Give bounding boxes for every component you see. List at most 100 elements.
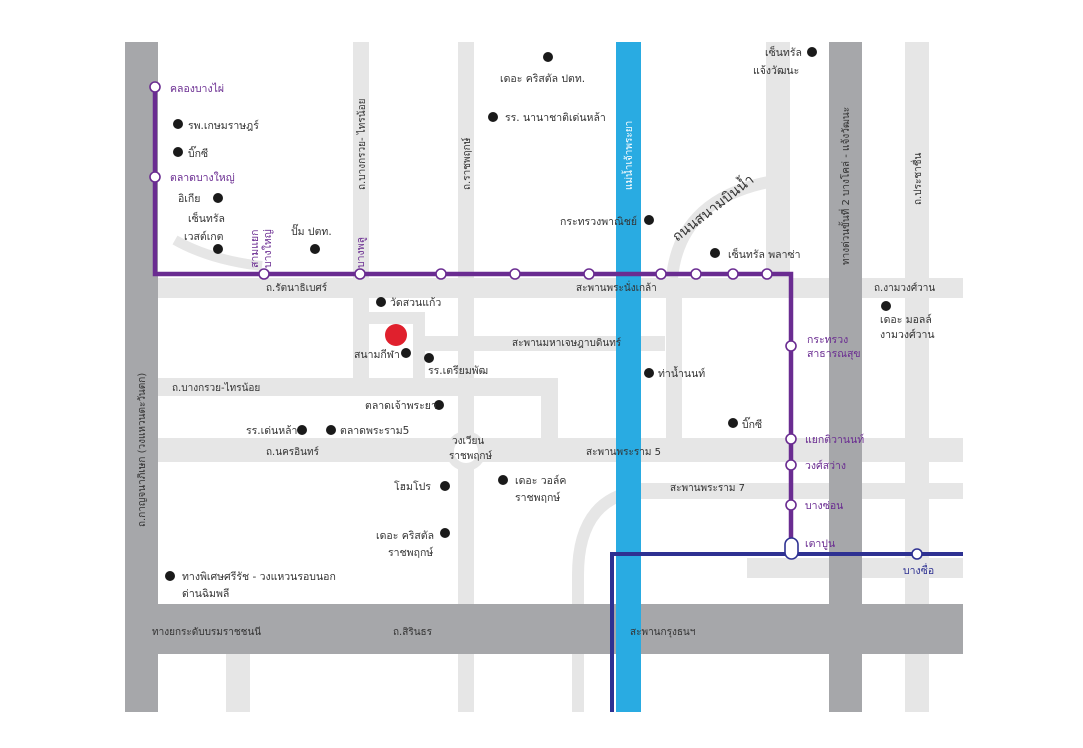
poi-label-the-mall-line1: เดอะ มอลล์ [880, 313, 932, 326]
poi-label-crystal-rp-line2: ราชพฤกษ์ [388, 546, 433, 559]
poi-dot-talad-chao-phraya[interactable] [434, 400, 444, 410]
station-marker-station-5[interactable] [509, 268, 521, 280]
poi-label-central-westgate-line1: เซ็นทรัล [188, 211, 225, 225]
poi-label-nanachati-school: รร. นานาชาติเด่นหล้า [505, 112, 606, 124]
station-marker-station-10[interactable] [761, 268, 773, 280]
poi-label-the-mall-line2: งามวงศ์วาน [880, 328, 935, 341]
road-label-maha-chesadabodin-bridge: สะพานมหาเจษฎาบดินทร์ [512, 337, 622, 349]
road-label-rama7-bridge: สะพานพระราม 7 [670, 483, 745, 494]
station-marker-tao-poon[interactable] [784, 537, 799, 560]
poi-label-the-walk-line2: ราชพฤกษ์ [515, 491, 560, 504]
poi-label-central-plaza: เซ็นทรัล พลาซ่า [728, 247, 801, 261]
station-marker-khlong-bang-phai[interactable] [149, 81, 161, 93]
road-kanchanaphisek [125, 42, 158, 712]
poi-dot-central-plaza[interactable] [710, 248, 720, 258]
station-label-bang-phlu: บางพลู [355, 237, 367, 268]
poi-label-bigc-rama5: บิ๊กซี [742, 416, 762, 431]
station-labels: คลองบางไผ่ ตลาดบางใหญ่ สามแยก บางใหญ่ บา… [170, 82, 934, 577]
road-borommaratchachonnani [125, 604, 963, 654]
station-label-sam-yaek-line2: บางใหญ่ [261, 229, 274, 268]
poi-label-crystal-ptt: เดอะ คริสตัล ปตท. [500, 73, 585, 85]
road-bang-kruai-sai-noi-vertical [353, 42, 369, 378]
road-sanam-bin-nam [666, 174, 781, 279]
poi-dot-denla-school[interactable] [297, 425, 307, 435]
road-rama7-horizontal [640, 483, 963, 499]
roundabout-inner [454, 439, 478, 463]
station-marker-wong-sawang[interactable] [785, 459, 797, 471]
poi-dot-central-westgate[interactable] [213, 244, 223, 254]
station-marker-station-7[interactable] [655, 268, 667, 280]
road-east-vertical [666, 278, 682, 438]
poi-label-talad-rama5: ตลาดพระราม5 [340, 425, 409, 437]
poi-dot-wat-suan-kaeo[interactable] [376, 297, 386, 307]
poi-dot-bigc-westgate[interactable] [173, 147, 183, 157]
road-label-kanchanaphisek: ถ.กาญจนาภิเษก (วงแหวนตะวันตก) [137, 373, 148, 527]
poi-label-ikea: อิเกีย [178, 192, 200, 205]
road-label-prachachuen: ถ.ประชาชื่น [910, 152, 924, 205]
poi-dot-central-chaengwattana[interactable] [807, 47, 817, 57]
poi-dots [165, 47, 891, 581]
poi-label-sanam-kila: สนามกีฬา [354, 348, 400, 361]
road-label-rama5-bridge: สะพานพระราม 5 [586, 447, 661, 458]
chao-phraya-river [616, 42, 641, 712]
station-label-talad-bang-yai: ตลาดบางใหญ่ [170, 171, 235, 184]
station-marker-bang-son[interactable] [785, 499, 797, 511]
road-bang-kruai-sai-noi-horizontal [158, 378, 558, 396]
station-marker-station-6[interactable] [583, 268, 595, 280]
road-label-sanam-bin-nam: ถนนสนามบินน้ำ [668, 169, 757, 245]
station-marker-yaek-tiwanon[interactable] [785, 433, 797, 445]
station-marker-talad-bang-yai[interactable] [149, 171, 161, 183]
station-marker-ministry-health[interactable] [785, 340, 797, 352]
poi-dot-ministry-commerce[interactable] [644, 215, 654, 225]
road-label-phra-nang-klao-bridge: สะพานพระนั่งเกล้า [576, 280, 657, 294]
road-prachachuen [905, 42, 929, 712]
station-marker-station-8[interactable] [690, 268, 702, 280]
poi-label-ministry-commerce: กระทรวงพาณิชย์ [560, 215, 637, 228]
poi-dot-the-mall[interactable] [881, 301, 891, 311]
destination-marker[interactable] [385, 324, 407, 346]
poi-dot-ptt-station[interactable] [310, 244, 320, 254]
mrt-blue-line [610, 552, 963, 712]
poi-dot-tha-nam-non[interactable] [644, 368, 654, 378]
poi-dot-the-walk[interactable] [498, 475, 508, 485]
minor-roads [158, 42, 963, 712]
poi-dot-crystal-ptt[interactable] [543, 52, 553, 62]
poi-label-crystal-rp-line1: เดอะ คริสตัล [376, 530, 434, 542]
station-marker-bang-sue[interactable] [911, 548, 923, 560]
station-label-wong-sawang: วงศ์สว่าง [805, 459, 846, 472]
road-label-river: แม่น้ำเจ้าพระยา [621, 121, 635, 190]
station-label-bang-son: บางซ่อน [805, 500, 843, 512]
road-rattanathibet [158, 278, 963, 298]
poi-dot-crystal-rp[interactable] [440, 528, 450, 538]
road-label-sirindhorn: ถ.สิรินธร [393, 627, 433, 638]
poi-dot-homepro[interactable] [440, 481, 450, 491]
poi-labels: รพ.เกษมราษฎร์ บิ๊กซี อิเกีย เซ็นทรัล เวส… [178, 45, 935, 600]
road-lower-left-vertical [226, 650, 250, 712]
road-nakhon-in [158, 438, 963, 462]
road-connector-vertical [541, 378, 558, 438]
station-markers [149, 81, 923, 560]
poi-dot-talad-rama5[interactable] [326, 425, 336, 435]
station-marker-sam-yaek-bang-yai[interactable] [258, 268, 270, 280]
poi-dot-bigc-rama5[interactable] [728, 418, 738, 428]
poi-dot-nanachati-school[interactable] [488, 112, 498, 122]
poi-dot-ikea[interactable] [213, 193, 223, 203]
road-label-circle-line1: วงเวียน [452, 435, 484, 447]
poi-dot-sanam-kila[interactable] [401, 348, 411, 358]
station-marker-bang-phlu[interactable] [354, 268, 366, 280]
poi-dot-triam-phat[interactable] [424, 353, 434, 363]
poi-dot-kanchanaphisek[interactable] [165, 571, 175, 581]
poi-dot-kasemrad[interactable] [173, 119, 183, 129]
station-marker-station-4[interactable] [435, 268, 447, 280]
poi-label-kasemrad: รพ.เกษมราษฎร์ [188, 119, 259, 132]
road-westgate-curve [172, 235, 263, 271]
road-expressway-2 [829, 42, 862, 712]
poi-label-the-walk-line1: เดอะ วอล์ค [515, 474, 566, 487]
poi-label-kanchanaphisek-line2: ด่านฉิมพลี [182, 587, 229, 600]
road-stadium-loop-top [353, 312, 425, 324]
station-label-tao-poon: เตาปูน [805, 538, 835, 550]
station-label-bang-sue: บางซื่อ [903, 563, 934, 577]
station-marker-station-9[interactable] [727, 268, 739, 280]
road-label-krung-thon-bridge: สะพานกรุงธนฯ [630, 627, 695, 638]
